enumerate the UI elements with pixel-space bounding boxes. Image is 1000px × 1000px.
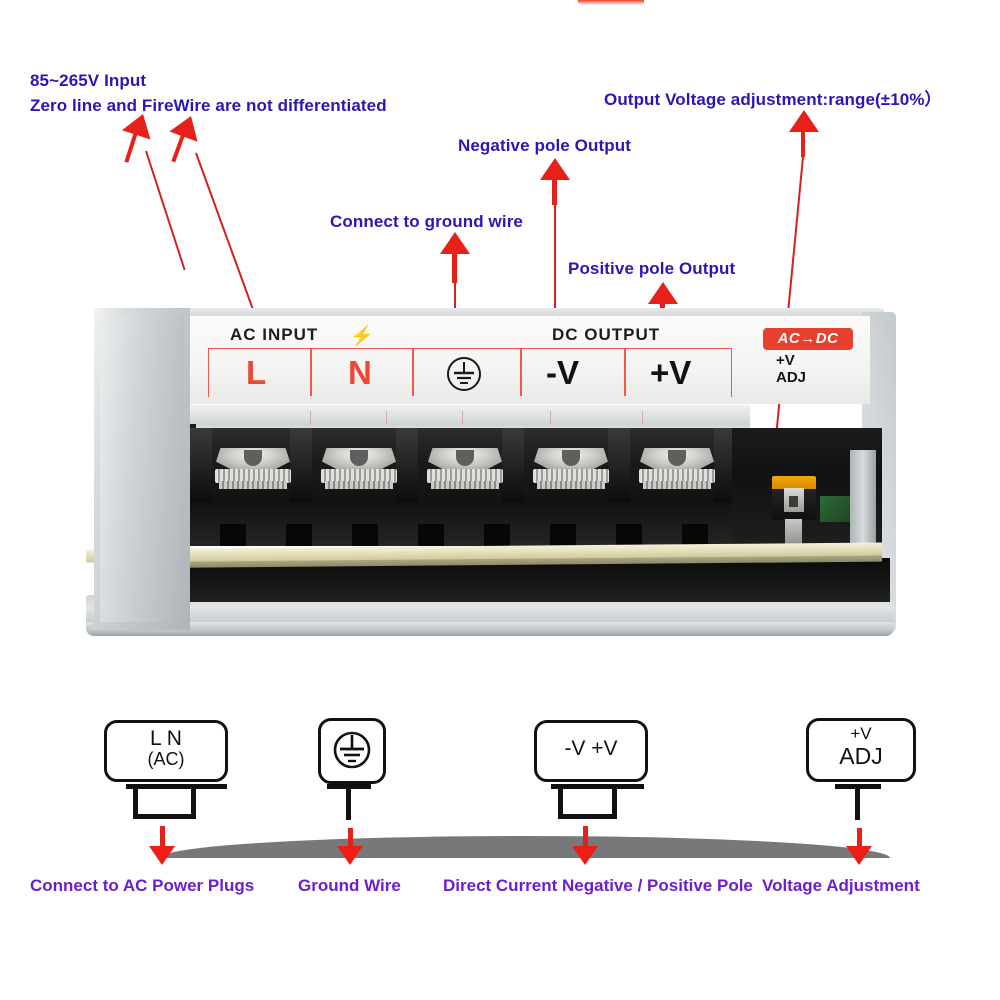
legend-box-dc-output: -V +V: [534, 720, 648, 782]
ac-to-dc-logo: AC→DC: [763, 328, 853, 350]
potentiometer-orange-top[interactable]: [772, 476, 816, 489]
terminal-screw-ground: [427, 448, 503, 489]
power-supply-photo: AC INPUT ⚡ DC OUTPUT L N -V +V AC→DC: [72, 300, 902, 858]
legend-adj-line2: ADJ: [839, 743, 883, 769]
label-terminal-l: L: [246, 354, 267, 391]
label-dc-output-text: DC OUTPUT: [552, 325, 661, 344]
legend-box-ground: [318, 718, 386, 784]
annotation-negative-pole-output: Negative pole Output: [458, 136, 631, 155]
annotation-ac-input-line1: 85~265V Input: [30, 71, 147, 90]
legend-box-ac-power: L N (AC): [104, 720, 228, 782]
terminal-screw-positive: [639, 448, 715, 489]
terminal-screw-l: [215, 448, 291, 489]
annotation-positive-pole-output: Positive pole Output: [568, 259, 736, 278]
annotation-connect-to-ground-wire: Connect to ground wire: [330, 212, 523, 231]
legend-dc-line1: -V +V: [564, 737, 618, 760]
potentiometer-screw-slot[interactable]: [789, 496, 798, 507]
internal-green-pcb: [820, 496, 850, 522]
top-edge-red-fragment: [578, 0, 644, 5]
label-terminal-n: N: [348, 354, 372, 391]
label-divider-4: [624, 348, 626, 396]
arrow-voltage-adjust: [789, 110, 819, 157]
annotation-output-voltage-adjustment: Output Voltage adjustment:range(±10%）: [604, 90, 942, 109]
label-divider-1: [310, 348, 312, 396]
ac-to-dc-logo-text: AC→DC: [777, 330, 839, 347]
label-adj-line1: +V: [776, 352, 795, 369]
legend-earth-ground-icon: [333, 731, 371, 769]
case-left-inner-face: [100, 314, 184, 622]
annotation-ac-input: 85~265V Input Zero line and FireWire are…: [30, 68, 387, 118]
terminal-printed-label: AC INPUT ⚡ DC OUTPUT L N -V +V AC→DC: [190, 316, 870, 404]
legend-ac-line2: (AC): [147, 749, 185, 769]
label-divider-2: [412, 348, 414, 396]
caption-voltage-adjustment: Voltage Adjustment: [762, 876, 920, 895]
label-ac-input-text: AC INPUT: [230, 325, 319, 344]
label-adj-block: +V ADJ: [776, 352, 806, 386]
legend-adj-line1: +V: [850, 724, 872, 743]
arrow-ground: [440, 232, 470, 283]
annotation-ac-input-line2: Zero line and FireWire are not different…: [30, 96, 387, 115]
label-divider-3: [520, 348, 522, 396]
caption-dc-output: Direct Current Negative / Positive Pole: [443, 876, 753, 895]
earth-ground-icon: [447, 357, 481, 391]
label-adj-line2: ADJ: [776, 369, 807, 386]
lightning-bolt-icon: ⚡: [350, 326, 374, 347]
arrow-negative-pole: [540, 158, 570, 205]
legend-ac-line1: L N: [150, 727, 182, 750]
leader-line-l: [145, 150, 186, 271]
potentiometer-bracket: [785, 519, 802, 545]
terminal-screw-negative: [533, 448, 609, 489]
label-terminal-negative: -V: [546, 354, 579, 391]
legend-box-voltage-adjust: +V ADJ: [806, 718, 916, 782]
terminal-block-body: [190, 428, 750, 546]
internal-metal-post: [850, 450, 876, 546]
case-bottom-lip: [86, 622, 894, 636]
label-terminal-positive: +V: [650, 354, 692, 391]
caption-ground-wire: Ground Wire: [298, 876, 401, 895]
caption-ac-power: Connect to AC Power Plugs: [30, 876, 255, 895]
terminal-clear-cover: [190, 404, 750, 431]
label-terminal-table: [208, 348, 732, 397]
terminal-screw-n: [321, 448, 397, 489]
